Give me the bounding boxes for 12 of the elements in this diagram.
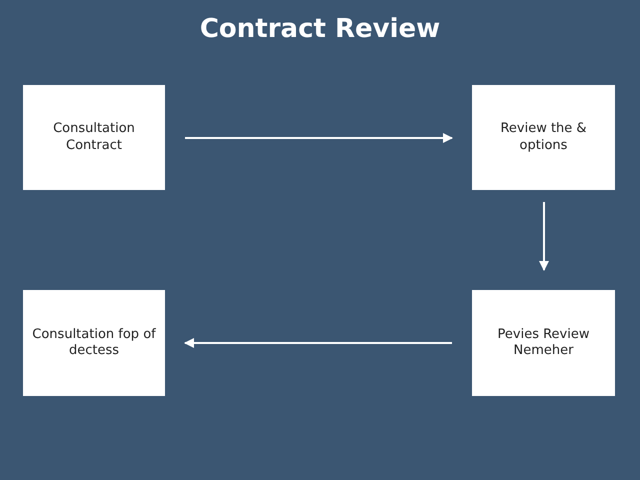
arrow [185, 133, 453, 143]
box-label: Pevies Review Nemeher [496, 326, 590, 360]
box-label: Consultation fop of dectess [31, 326, 157, 360]
process-box [472, 85, 615, 190]
process-box [23, 85, 165, 190]
box-label: Consultation Contract [52, 121, 136, 154]
process-box [472, 290, 615, 396]
box-label: Review the & options [499, 121, 588, 154]
arrow [539, 202, 549, 271]
arrow [184, 338, 452, 348]
process-box [23, 290, 165, 396]
diagram-title: Contract Review [198, 14, 442, 44]
